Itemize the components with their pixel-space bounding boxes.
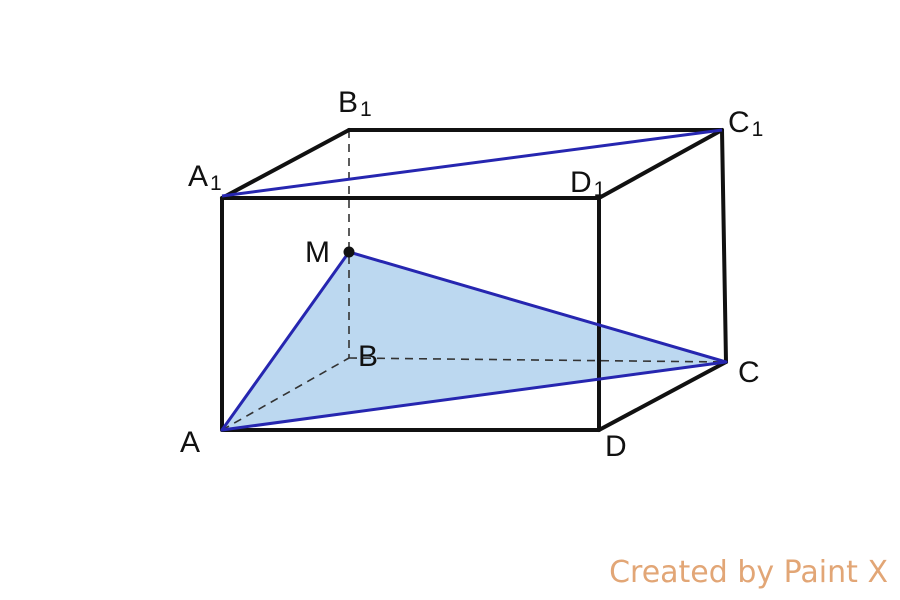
point-m [343, 246, 355, 258]
hidden-edge-bc [348, 357, 727, 363]
watermark-text: Created by Paint X [609, 555, 888, 590]
label-d1: D1 [570, 166, 605, 201]
edge-d1c1 [597, 128, 724, 200]
diagonal-a1c1 [221, 128, 723, 198]
label-d: D [605, 430, 627, 463]
label-a1: A1 [188, 160, 222, 195]
label-b: B [358, 340, 378, 373]
label-b1: B1 [338, 86, 372, 121]
label-m: M [305, 236, 330, 269]
edge-dc [597, 360, 728, 432]
edge-cc1 [720, 128, 728, 364]
label-a: A [180, 426, 200, 459]
hidden-edge-ab [221, 357, 350, 431]
label-c: C [738, 356, 760, 389]
box-edges [220, 128, 728, 432]
front-face [220, 196, 601, 432]
triangle-amc-outline [220, 250, 728, 432]
edge-a1b1 [220, 128, 351, 200]
label-c1: C1 [728, 106, 763, 141]
triangle-amc-fill [222, 252, 726, 430]
